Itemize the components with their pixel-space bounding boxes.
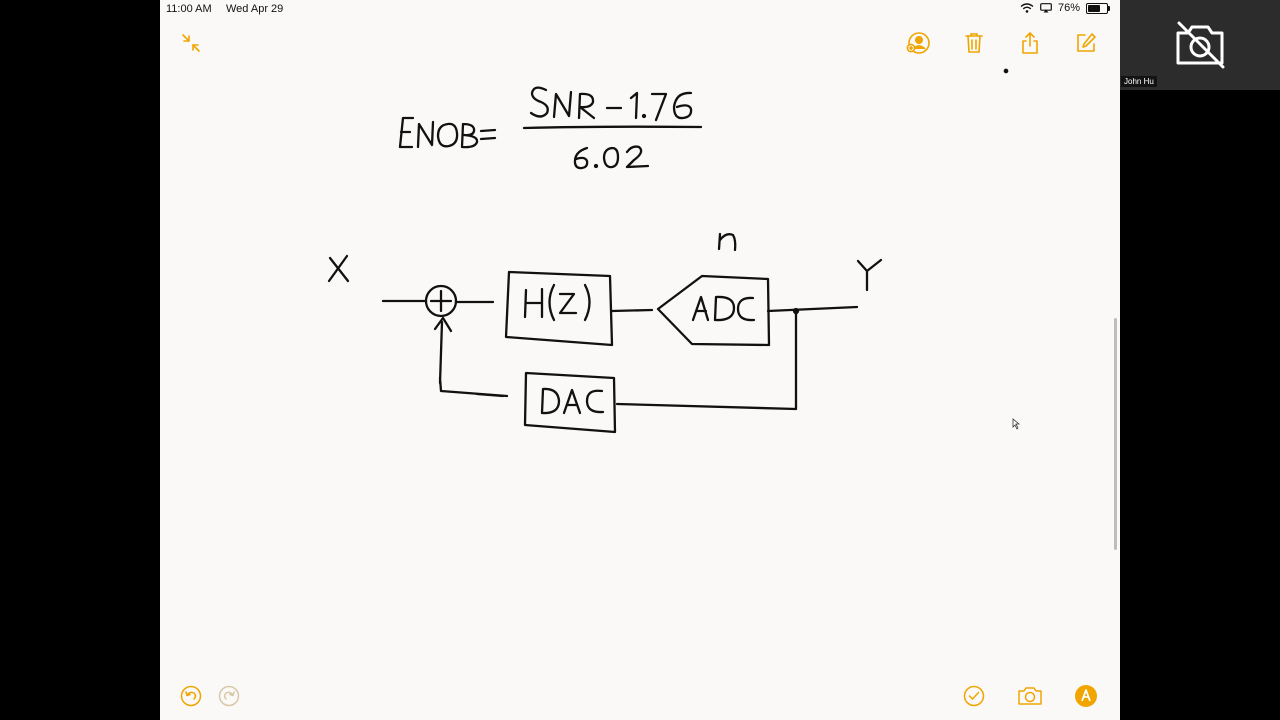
hz-block [504,270,614,347]
compose-icon[interactable] [1073,30,1099,56]
trash-icon[interactable] [961,30,987,56]
status-time: 11:00 AM [166,3,212,15]
share-icon[interactable] [1017,30,1043,56]
formula-numerator-ink [529,86,693,122]
feedback-wire-right [615,309,798,411]
redo-icon[interactable] [216,683,242,709]
undo-icon[interactable] [178,683,204,709]
fraction-bar [522,125,703,130]
collaborate-icon[interactable] [906,30,932,56]
y-output-label-ink [856,258,883,292]
output-wire [766,305,859,313]
video-participant-tile[interactable]: John Hu [1120,0,1280,90]
formula-denominator-ink [573,145,650,170]
noise-label-ink [717,232,737,252]
collapse-arrows-icon[interactable] [178,30,204,56]
note-scrollbar[interactable] [1114,318,1117,550]
formula-lhs-ink [398,116,497,149]
ipad-screen: 11:00 AM Wed Apr 29 76% [160,0,1120,720]
pointer-cursor-icon [1012,418,1020,430]
x-input-label-ink [327,254,350,283]
checklist-icon[interactable] [961,683,987,709]
camera-off-icon [1176,21,1225,69]
screen-mirroring-icon [1040,3,1052,13]
wifi-icon [1020,3,1034,13]
battery-icon [1086,2,1110,14]
handwriting-canvas[interactable] [160,0,1120,720]
markup-pen-icon[interactable] [1073,683,1099,709]
feedback-dash [475,392,505,398]
status-date: Wed Apr 29 [226,3,284,15]
camera-icon[interactable] [1017,683,1043,709]
dac-block [523,371,617,434]
feedback-arrowhead [433,316,453,333]
participant-name: John Hu [1121,76,1157,87]
wire-hz-to-adc [610,308,654,313]
battery-percent: 76% [1057,2,1080,14]
stray-ink-dot [1003,68,1009,74]
status-indicators: 76% [1020,2,1110,14]
feedback-wire-left [438,320,509,398]
summing-junction [424,284,458,318]
adc-block [656,274,771,347]
status-bar: 11:00 AM Wed Apr 29 76% [160,0,1120,20]
battery-fill [1088,4,1100,12]
